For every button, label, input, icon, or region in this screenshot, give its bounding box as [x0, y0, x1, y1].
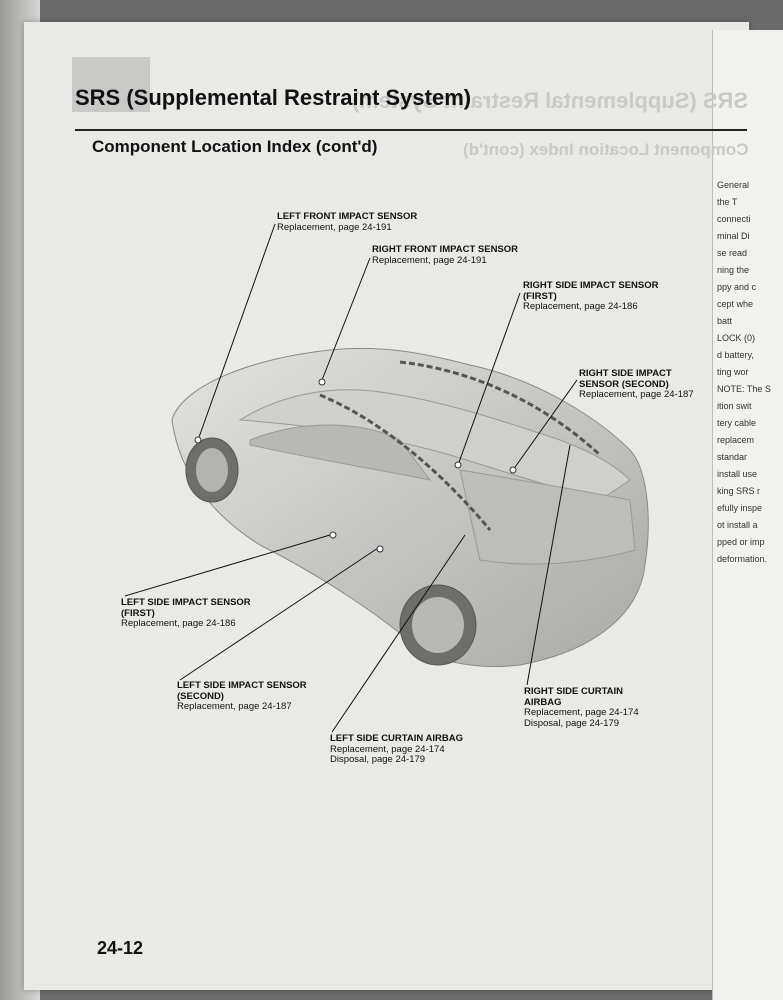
adjacent-page-text: deformation.: [717, 554, 768, 564]
callout-title: LEFT SIDE IMPACT SENSOR: [177, 680, 307, 691]
adjacent-page-text: batt: [717, 316, 733, 326]
callout-ref: Replacement, page 24-187: [177, 701, 292, 712]
callout-right-front-impact-sensor: RIGHT FRONT IMPACT SENSOR Replacement, p…: [372, 244, 519, 266]
page-number: 24-12: [97, 938, 144, 958]
callout-ref: Disposal, page 24-179: [330, 754, 426, 765]
adjacent-page-text: pped or imp: [717, 537, 765, 547]
callout-ref: Replacement, page 24-186: [121, 618, 236, 629]
title-rule: [75, 129, 747, 131]
callout-left-side-impact-sensor-second: LEFT SIDE IMPACT SENSOR (SECOND) Replace…: [177, 680, 307, 713]
callout-title: (FIRST): [523, 290, 557, 302]
callout-left-side-impact-sensor-first: LEFT SIDE IMPACT SENSOR (FIRST) Replacem…: [121, 597, 251, 630]
sensor-markers: [194, 378, 517, 553]
adjacent-page-text: standar: [717, 452, 748, 462]
adjacent-page-text: LOCK (0): [717, 333, 756, 343]
callout-left-side-curtain-airbag: LEFT SIDE CURTAIN AIRBAG Replacement, pa…: [330, 733, 463, 766]
adjacent-page-text: minal Di: [717, 231, 750, 241]
callout-title: LEFT SIDE CURTAIN AIRBAG: [330, 733, 463, 744]
callout-title: RIGHT SIDE IMPACT SENSOR: [523, 280, 659, 291]
callout-right-side-impact-sensor-first: RIGHT SIDE IMPACT SENSOR (FIRST) Replace…: [523, 280, 659, 313]
adjacent-page-text: NOTE: The S: [717, 384, 771, 394]
adjacent-page-text: king SRS r: [717, 486, 761, 496]
callout-title: LEFT SIDE IMPACT SENSOR: [121, 597, 251, 608]
callout-title: LEFT FRONT IMPACT SENSOR: [277, 211, 418, 222]
callout-title: AIRBAG: [524, 696, 562, 708]
callout-ref: Replacement, page 24-186: [523, 301, 638, 312]
adjacent-page-text: connecti: [717, 214, 751, 224]
callout-ref: Replacement, page 24-191: [372, 254, 487, 266]
callout-title: RIGHT SIDE IMPACT: [579, 368, 672, 379]
adjacent-page: General the T connecti minal Di se read ning …: [712, 30, 783, 1000]
adjacent-page-text: the T: [717, 197, 738, 207]
adjacent-page-text: install use: [717, 469, 758, 479]
adjacent-page-text: efully inspe: [717, 503, 763, 513]
callout-title: RIGHT SIDE CURTAIN: [524, 686, 624, 697]
adjacent-page-text: General: [717, 180, 750, 190]
page-subtitle: Component Location Index (cont'd): [92, 137, 378, 156]
adjacent-page-text: cept whe: [717, 299, 754, 309]
adjacent-page-text: replacem: [717, 435, 755, 445]
adjacent-page-text: ppy and c: [717, 282, 757, 292]
adjacent-page-text: tery cable: [717, 418, 757, 428]
leader-lines: [124, 223, 578, 733]
adjacent-page-text: ition swit: [717, 401, 752, 411]
callout-ref: Replacement, page 24-191: [277, 221, 392, 233]
callout-right-side-impact-sensor-second: RIGHT SIDE IMPACT SENSOR (SECOND) Replac…: [579, 368, 694, 401]
callout-left-front-impact-sensor: LEFT FRONT IMPACT SENSOR Replacement, pa…: [277, 211, 418, 233]
adjacent-page-text: d battery,: [717, 350, 754, 360]
callout-title: (FIRST): [121, 607, 155, 619]
callout-ref: Disposal, page 24-179: [524, 717, 620, 729]
adjacent-page-text: ning the: [717, 265, 750, 275]
callout-title: SENSOR (SECOND): [579, 378, 669, 390]
adjacent-page-text: ot install a: [717, 520, 758, 530]
callout-title: (SECOND): [177, 690, 224, 702]
callout-title: RIGHT FRONT IMPACT SENSOR: [372, 244, 519, 255]
adjacent-page-text: se read: [717, 248, 748, 258]
callout-ref: Replacement, page 24-187: [579, 389, 694, 400]
callout-right-side-curtain-airbag: RIGHT SIDE CURTAIN AIRBAG Replacement, p…: [524, 686, 639, 729]
adjacent-page-text: ting wor: [717, 367, 749, 377]
callout-ref: Replacement, page 24-174: [330, 743, 445, 755]
section-tab-marker: [72, 57, 150, 112]
callout-ref: Replacement, page 24-174: [524, 707, 639, 718]
car-body: [171, 347, 649, 667]
page-title: SRS (Supplemental Restraint System): [75, 85, 472, 110]
